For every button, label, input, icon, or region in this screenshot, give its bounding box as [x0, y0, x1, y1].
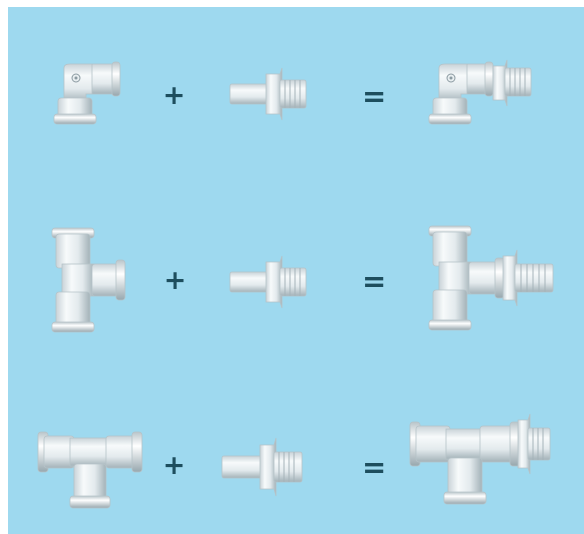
equals-sign: = — [362, 450, 387, 484]
elbow-with-threaded-adapter — [428, 59, 532, 125]
union-tee-fitting — [37, 431, 143, 509]
branch-tee-with-threaded-adapter — [428, 225, 554, 331]
threaded-stem-adapter — [229, 67, 307, 121]
threaded-stem-adapter — [221, 437, 303, 497]
equals-sign: = — [362, 79, 387, 113]
union-tee-with-threaded-adapter — [409, 413, 551, 505]
plus-sign: + — [163, 265, 187, 296]
branch-tee-fitting — [51, 227, 126, 333]
equals-sign: = — [362, 264, 387, 298]
threaded-stem-adapter — [229, 255, 307, 309]
plus-sign: + — [162, 80, 186, 111]
plus-sign: + — [162, 450, 186, 481]
elbow-fitting — [53, 61, 121, 125]
